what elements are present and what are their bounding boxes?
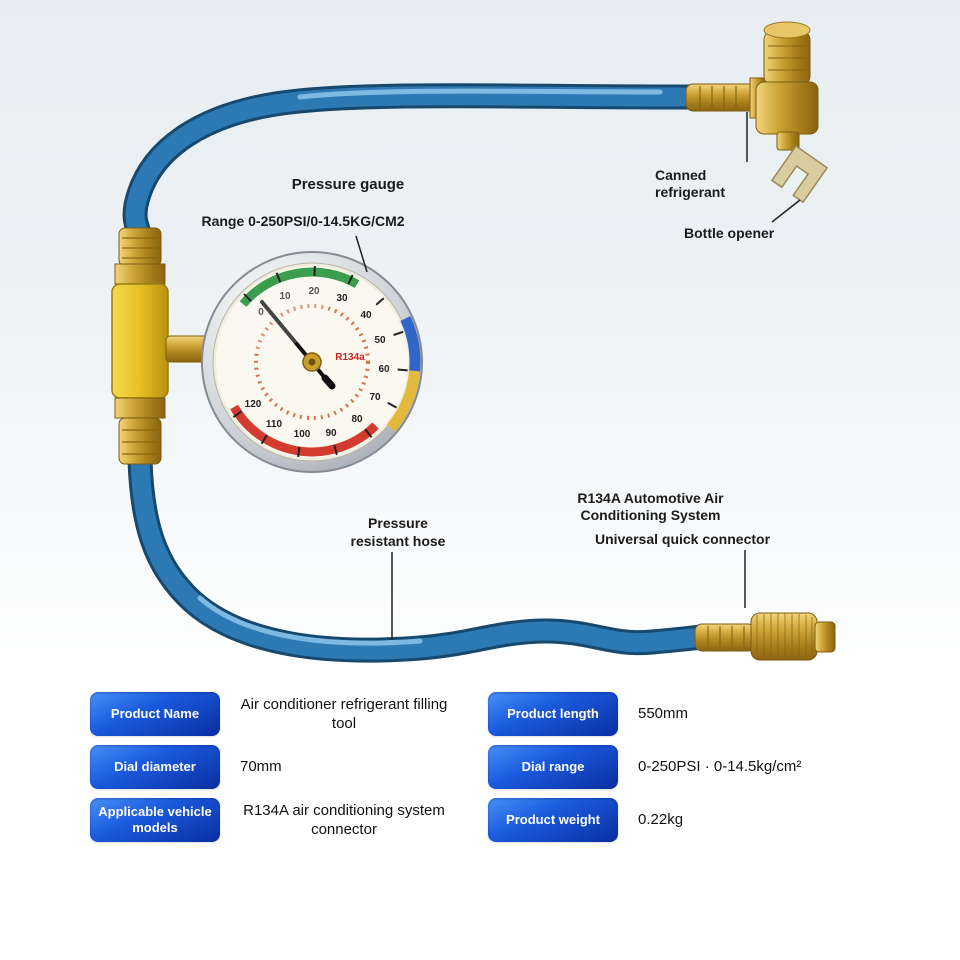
spec-label-product-weight: Product weight (488, 798, 618, 842)
label-bottle-opener: Bottle opener (684, 225, 775, 241)
gauge-arc-blue (400, 316, 421, 372)
hose-top-highlight (297, 88, 663, 100)
label-gauge-range: Range 0-250PSI/0-14.5KG/CM2 (201, 213, 405, 229)
label-pressure-resistant-hose: Pressure resistant hose (318, 514, 478, 550)
callout-line-opener (771, 199, 801, 223)
tee-body-yellow-block (111, 283, 169, 399)
label-r134a-system: R134A Automotive Air Conditioning System (548, 490, 753, 524)
hose-bottom (130, 450, 712, 660)
tee-fitting (111, 227, 213, 465)
spec-value-dial-range: 0-250PSI · 0-14.5kg/cm² (638, 758, 802, 776)
gauge-scale-label: 10 (279, 291, 291, 302)
valve-body (755, 81, 819, 135)
spec-value-dial-diameter: 70mm (240, 758, 282, 776)
gauge-scale-label: 90 (325, 428, 337, 439)
spec-value-vehicle-models: R134A air conditioning system connector (243, 801, 445, 839)
crimp-ridges (699, 86, 737, 109)
label-pressure-gauge: Pressure gauge (291, 176, 405, 193)
gauge-glass-reflection (233, 279, 331, 353)
connector-crimp (694, 623, 756, 652)
spec-row-product-length: Product length 550mm (488, 692, 882, 736)
connector-crimp-ridges (707, 626, 745, 649)
spec-table-left-column: Product Name Air conditioner refrigerant… (90, 692, 468, 842)
spec-label-dial-diameter: Dial diameter (90, 745, 220, 789)
lower-crimp-ridges (122, 429, 158, 455)
spec-value-product-length: 550mm (638, 705, 689, 723)
spec-row-vehicle-models: Applicable vehicle models R134A air cond… (90, 798, 468, 842)
spec-label-vehicle-models: Applicable vehicle models (90, 798, 220, 842)
label-r134a-line1: R134A Automotive Air (577, 490, 724, 506)
gauge-scale-label: 80 (351, 414, 363, 425)
connector-tip (814, 621, 836, 653)
gauge-arc-red (230, 404, 379, 457)
gauge-scale-label: 20 (308, 286, 320, 297)
hose-bottom-highlight (197, 595, 423, 646)
product-illustration: 0 10 20 30 40 50 60 70 80 90 100 110 120… (111, 21, 836, 663)
gauge-scale-label: 40 (360, 310, 372, 321)
connector-knurled-nut (750, 612, 818, 661)
gauge-scale-label: 110 (266, 419, 283, 430)
quick-connector (694, 612, 836, 661)
spec-table-right-column: Product length 550mm Dial range 0-250PSI… (488, 692, 882, 842)
label-r134a-line2: Conditioning System (580, 507, 721, 523)
spec-label-product-name: Product Name (90, 692, 220, 736)
spec-value-product-name: Air conditioner refrigerant filling tool (240, 695, 448, 733)
valve-lower-stem (776, 131, 800, 151)
clamp-shape (770, 144, 829, 204)
spec-row-dial-range: Dial range 0-250PSI · 0-14.5kg/cm² (488, 745, 882, 789)
gauge-scale-label: 0 (258, 307, 264, 318)
gauge-inner-scale (254, 304, 370, 420)
can-tap-valve (685, 21, 829, 204)
label-hose-line2: resistant hose (350, 533, 446, 549)
label-canned-line2: refrigerant (655, 184, 726, 200)
valve-top-cap (763, 21, 811, 39)
hose-crimp-fitting (685, 83, 757, 112)
lower-hex-nut (114, 397, 166, 419)
upper-crimp-ridges (122, 237, 158, 259)
gauge-hub-center (308, 358, 316, 366)
valve-ridges (768, 45, 806, 71)
label-canned-line1: Canned (655, 167, 707, 183)
gauge-brand-text: R134a (335, 352, 365, 363)
spec-table: Product Name Air conditioner refrigerant… (90, 692, 882, 842)
spec-row-product-weight: Product weight 0.22kg (488, 798, 882, 842)
gauge-scale-label: 50 (374, 335, 386, 346)
hose-top (125, 86, 700, 248)
label-canned-refrigerant: Canned refrigerant (655, 167, 725, 201)
spec-label-product-length: Product length (488, 692, 618, 736)
spec-row-dial-diameter: Dial diameter 70mm (90, 745, 468, 789)
pressure-gauge: 0 10 20 30 40 50 60 70 80 90 100 110 120… (201, 251, 423, 473)
gauge-arc-green (239, 267, 360, 308)
spec-value-product-weight: 0.22kg (638, 811, 684, 829)
label-universal-quick-connector: Universal quick connector (594, 531, 771, 547)
gauge-scale-label: 30 (336, 293, 348, 304)
knurl-lines (756, 613, 813, 659)
gauge-scale-label: 100 (294, 429, 311, 440)
upper-hex-nut (114, 263, 166, 285)
callout-lines (355, 112, 801, 640)
label-hose-line1: Pressure (368, 515, 428, 531)
pressure-resistant-hose (122, 83, 715, 663)
gauge-scale-label: 120 (245, 399, 262, 410)
callout-line-gauge (355, 235, 368, 273)
gauge-scale-label: 60 (378, 364, 390, 375)
gauge-arc-yellow (386, 370, 421, 432)
spec-row-product-name: Product Name Air conditioner refrigerant… (90, 692, 468, 736)
gauge-scale-label: 70 (369, 392, 381, 403)
gauge-needle-tail (321, 374, 336, 390)
bottle-opener-clamp (770, 144, 829, 204)
spec-label-dial-range: Dial range (488, 745, 618, 789)
gauge-major-ticks (232, 265, 408, 458)
